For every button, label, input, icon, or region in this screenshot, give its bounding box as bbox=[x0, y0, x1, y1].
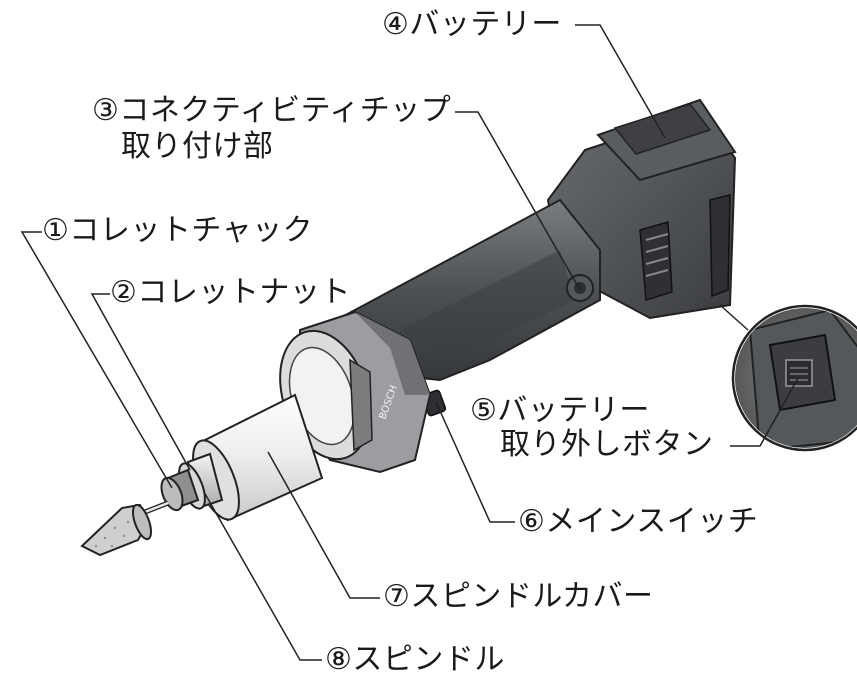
leader-connectivity bbox=[455, 111, 581, 291]
leader-lines bbox=[20, 24, 799, 661]
label-connectivity-line2: 取り付け部 bbox=[121, 129, 274, 164]
label-spindle-cover: ⑦スピンドルカバー bbox=[383, 579, 654, 614]
label-connectivity-line1: ③コネクティビティチップ bbox=[92, 93, 452, 128]
label-spindle: ⑧スピンドル bbox=[325, 642, 505, 677]
leader-main-switch bbox=[435, 401, 515, 523]
leader-spindle bbox=[203, 491, 322, 661]
detail-inset bbox=[719, 304, 857, 452]
label-battery-release-line2: 取り外しボタン bbox=[500, 427, 714, 462]
label-main-switch: ⑥メインスイッチ bbox=[518, 504, 759, 539]
label-collet-nut: ②コレットナット bbox=[110, 275, 351, 310]
label-battery-release-line1: ⑤バッテリー bbox=[470, 393, 650, 428]
leader-collet-chuck bbox=[20, 231, 173, 489]
label-collet-chuck: ①コレットチャック bbox=[42, 213, 314, 248]
leader-battery-release bbox=[730, 377, 799, 447]
leader-collet-nut bbox=[90, 293, 191, 471]
tool-body bbox=[338, 198, 601, 417]
grinding-stone bbox=[80, 503, 153, 557]
leader-spindle-cover bbox=[267, 451, 380, 599]
label-battery: ④バッテリー bbox=[382, 7, 562, 42]
leader-battery bbox=[575, 24, 666, 139]
spindle-assembly bbox=[144, 452, 224, 515]
